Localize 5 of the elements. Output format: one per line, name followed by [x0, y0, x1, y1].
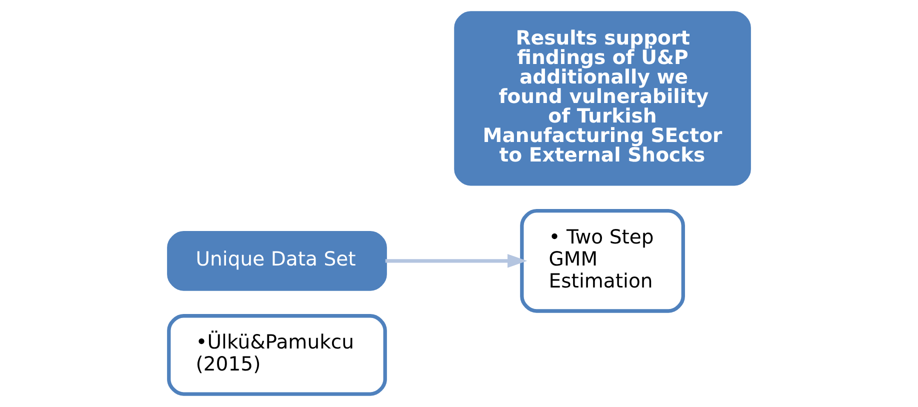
- node-box: •Ülkü&Pamukcu (2015): [167, 314, 387, 396]
- arrow: [385, 254, 528, 268]
- node-box: Results support findings of Ü&P additionally we found vulnerability of Turkish Manufacturing SEctor to External Shocks: [454, 11, 751, 186]
- node-box: • Two Step GMM Estimation: [520, 209, 685, 313]
- node-box: Unique Data Set: [167, 230, 387, 291]
